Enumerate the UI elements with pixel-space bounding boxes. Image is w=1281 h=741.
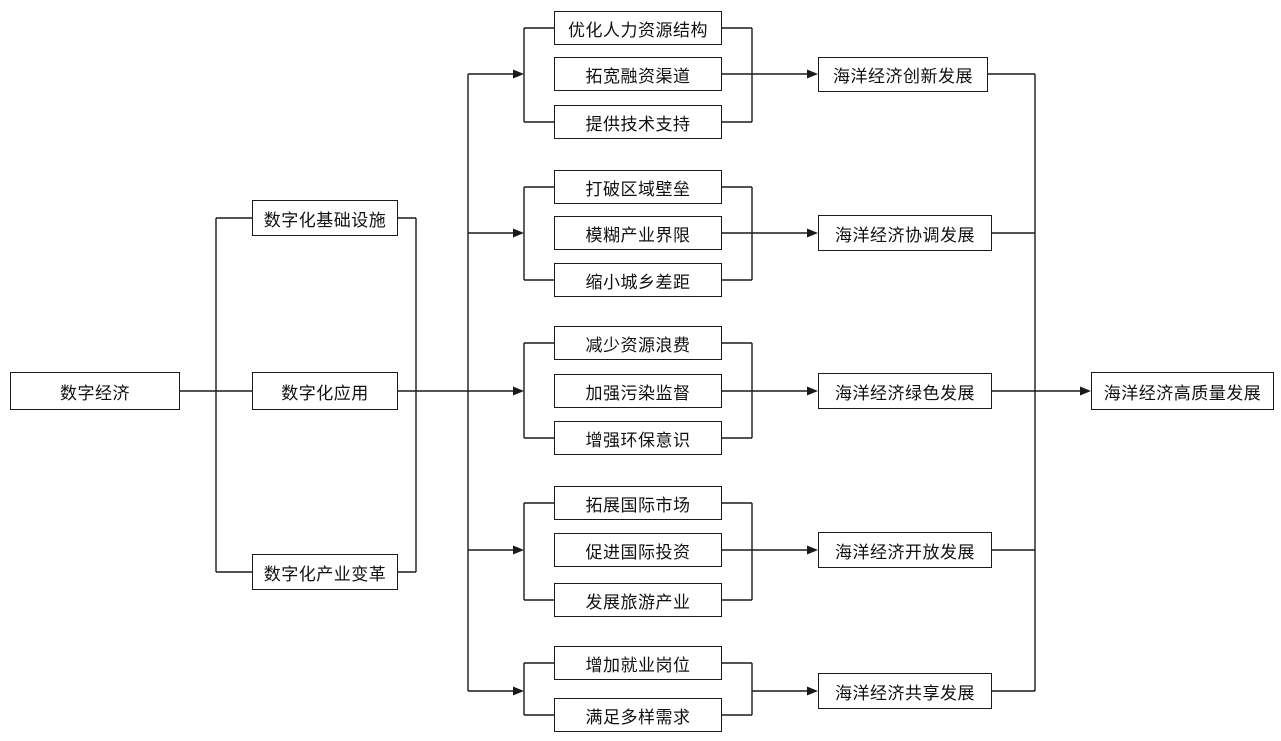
final-goal-node: 海洋经济高质量发展 [1091, 372, 1274, 410]
arrowhead [513, 545, 524, 555]
arrowhead [1080, 386, 1091, 396]
arrowhead [513, 686, 524, 696]
mechanism-node: 发展旅游产业 [554, 583, 722, 617]
outcome-node: 海洋经济绿色发展 [818, 373, 992, 409]
root-node: 数字经济 [10, 372, 180, 410]
mechanism-node: 拓宽融资渠道 [554, 57, 722, 91]
arrowhead [513, 386, 524, 396]
mechanism-node: 促进国际投资 [554, 533, 722, 567]
mechanism-node: 加强污染监督 [554, 374, 722, 408]
mechanism-node: 满足多样需求 [554, 698, 722, 732]
arrowhead [807, 545, 818, 555]
mechanism-node: 增加就业岗位 [554, 646, 722, 680]
arrowhead [513, 228, 524, 238]
outcome-node: 海洋经济协调发展 [818, 215, 992, 251]
mechanism-node: 增强环保意识 [554, 421, 722, 455]
mechanism-node: 拓展国际市场 [554, 486, 722, 520]
mechanism-node: 减少资源浪费 [554, 326, 722, 360]
driver-node: 数字化应用 [252, 372, 398, 410]
arrowhead [807, 228, 818, 238]
arrowhead [807, 69, 818, 79]
arrowhead [807, 686, 818, 696]
mechanism-node: 模糊产业界限 [554, 216, 722, 250]
mechanism-node: 提供技术支持 [554, 105, 722, 139]
arrowhead [513, 69, 524, 79]
outcome-node: 海洋经济创新发展 [818, 57, 988, 92]
mechanism-node: 打破区域壁垒 [554, 170, 722, 204]
mechanism-node: 缩小城乡差距 [554, 263, 722, 297]
outcome-node: 海洋经济开放发展 [818, 532, 992, 568]
driver-node: 数字化产业变革 [252, 554, 398, 590]
arrowhead [807, 386, 818, 396]
driver-node: 数字化基础设施 [252, 200, 398, 236]
mechanism-node: 优化人力资源结构 [554, 11, 722, 45]
outcome-node: 海洋经济共享发展 [818, 673, 992, 709]
